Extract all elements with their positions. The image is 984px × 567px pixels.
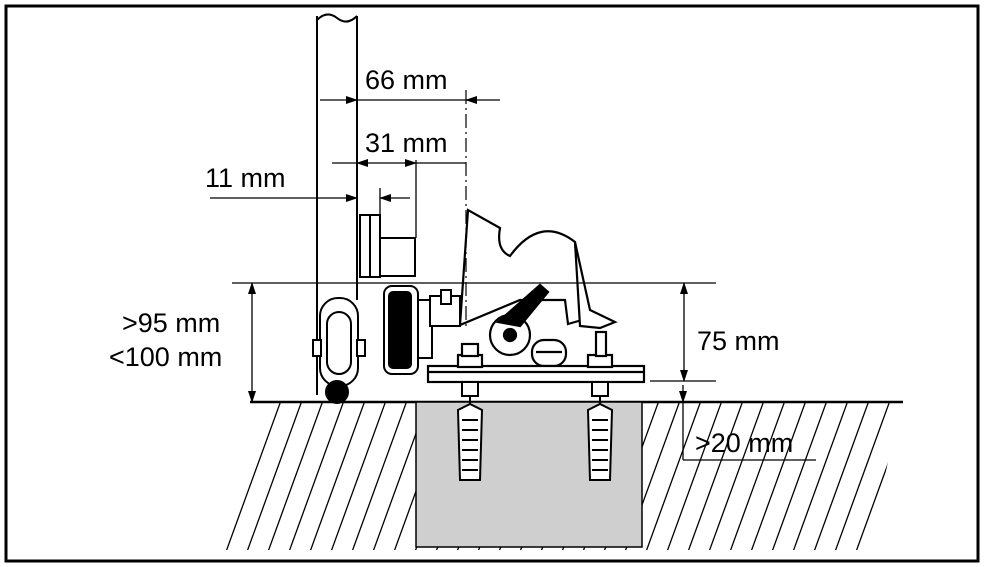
hatch-line: [285, 402, 347, 550]
label-11mm: 11 mm: [205, 163, 286, 193]
label-31mm: 31 mm: [365, 128, 448, 158]
door-bracket: [359, 214, 416, 278]
label-gt95mm: >95 mm: [122, 308, 220, 338]
anchor-left: [456, 381, 484, 481]
label-75mm: 75 mm: [697, 326, 780, 356]
hatch-line: [705, 402, 767, 550]
hatch-line: [810, 402, 872, 550]
door-panel: [316, 13, 358, 395]
hatch-line: [663, 402, 725, 550]
hatch-line: [768, 402, 830, 550]
door-wheel: [312, 297, 366, 404]
hatch-line: [916, 395, 976, 560]
anchor-right: [586, 381, 614, 481]
label-gt20mm: >20 mm: [695, 428, 793, 458]
frame-border: [4, 4, 980, 563]
hatch-line: [831, 402, 893, 550]
dimension-11: [210, 188, 410, 215]
label-lt100mm: <100 mm: [109, 342, 222, 372]
label-66mm: 66 mm: [365, 65, 448, 95]
door-stop-housing: [426, 208, 646, 384]
hatch-line: [894, 402, 900, 550]
hatch-line: [684, 402, 746, 550]
hatch-line: [852, 402, 900, 550]
hatch-line: [215, 402, 221, 550]
hatch-line: [348, 402, 410, 550]
hatch-line: [222, 402, 284, 550]
extension-lines: [232, 160, 816, 461]
hatch-line: [327, 402, 389, 550]
hatch-line: [642, 402, 704, 550]
hatch-line: [264, 402, 326, 550]
hatch-line: [958, 395, 984, 560]
hatch-line: [243, 402, 305, 550]
hatch-line: [789, 402, 851, 550]
hatch-line: [306, 402, 368, 550]
hatch-line: [726, 402, 788, 550]
hatch-line: [747, 402, 809, 550]
rubber-bumper: [383, 285, 461, 375]
